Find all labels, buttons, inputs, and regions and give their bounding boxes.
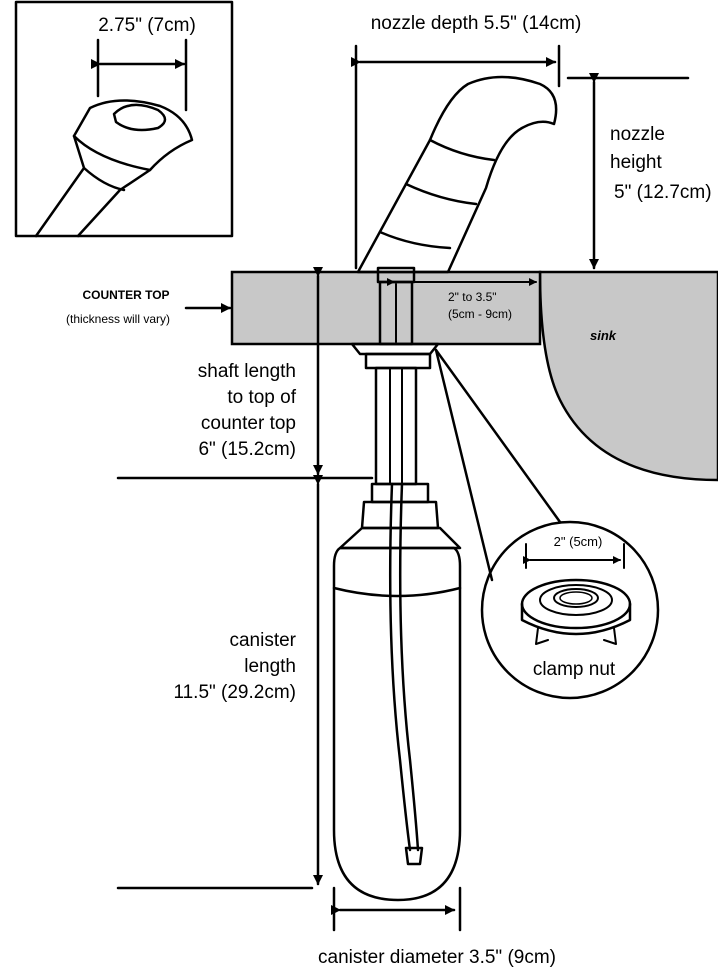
counter-top-label: COUNTER TOP [82, 288, 169, 302]
nozzle-height-label-2: height [610, 152, 662, 173]
clamp-nut-detail [520, 578, 632, 645]
canister-length-label-1: canister [229, 630, 296, 651]
shaft-length-label-1: shaft length [198, 361, 296, 382]
inset-nozzle-tip [34, 99, 194, 238]
clamp-nut-installed [364, 352, 432, 370]
inset-frame [14, 0, 234, 238]
nozzle-band-upper [428, 138, 496, 162]
canister-body [332, 546, 462, 902]
inset-nozzle-opening [112, 103, 167, 132]
shaft-length-label-2: to top of [227, 387, 296, 408]
clamp-nut-tab-left [535, 627, 549, 645]
clamp-nut-inner-ring [539, 584, 613, 616]
canister-diameter-label: canister diameter 3.5" (9cm) [318, 947, 556, 968]
canister-length-label-3: 11.5" (29.2cm) [173, 682, 296, 703]
nozzle-body [356, 75, 558, 274]
counter-thickness-label: (thickness will vary) [66, 312, 170, 326]
dispenser-shaft [374, 366, 418, 486]
nozzle-band-base [378, 230, 452, 250]
nozzle-depth-label: nozzle depth 5.5" (14cm) [371, 13, 582, 34]
inset-nozzle-ring [72, 134, 152, 172]
clamp-width-label: 2" (5cm) [554, 534, 603, 549]
nozzle-band-lower [404, 182, 478, 206]
clamp-nut-callout-circle [480, 520, 660, 700]
callout-line-left [434, 348, 494, 582]
nozzle-height-label-1: nozzle [610, 124, 665, 145]
dip-tube-right [398, 482, 420, 852]
canister-length-label-2: length [244, 656, 296, 677]
nozzle-tip-inset [14, 0, 234, 238]
dip-tube-left [388, 482, 412, 852]
dispenser-nozzle [356, 75, 558, 284]
sink-label: sink [590, 328, 617, 343]
clamp-nut-thread-1 [553, 588, 599, 608]
shaft-length-label-4: 6" (15.2cm) [198, 439, 296, 460]
clamp-nut-tab-right [603, 627, 617, 645]
nozzle-height-label-3: 5" (12.7cm) [614, 182, 712, 203]
canister-fill-line [332, 586, 462, 598]
hole-offset-label-2: (5cm - 9cm) [448, 307, 512, 321]
inset-nozzle-collar [82, 166, 126, 192]
shaft-length-label-3: counter top [201, 413, 296, 434]
canister [332, 482, 462, 902]
canister-cap-top [370, 482, 430, 504]
clamp-nut-thread-2 [559, 591, 593, 605]
clamp-nut-label: clamp nut [533, 659, 616, 680]
sink-basin [538, 270, 718, 482]
canister-shoulder [338, 526, 462, 550]
clamp-nut-side [520, 602, 632, 636]
dip-tube-tip [404, 846, 424, 866]
callout-line-right [434, 348, 562, 524]
mounting-washer [350, 342, 440, 356]
inset-width-label: 2.75" (7cm) [98, 15, 196, 36]
hole-offset-label-1: 2" to 3.5" [448, 290, 497, 304]
